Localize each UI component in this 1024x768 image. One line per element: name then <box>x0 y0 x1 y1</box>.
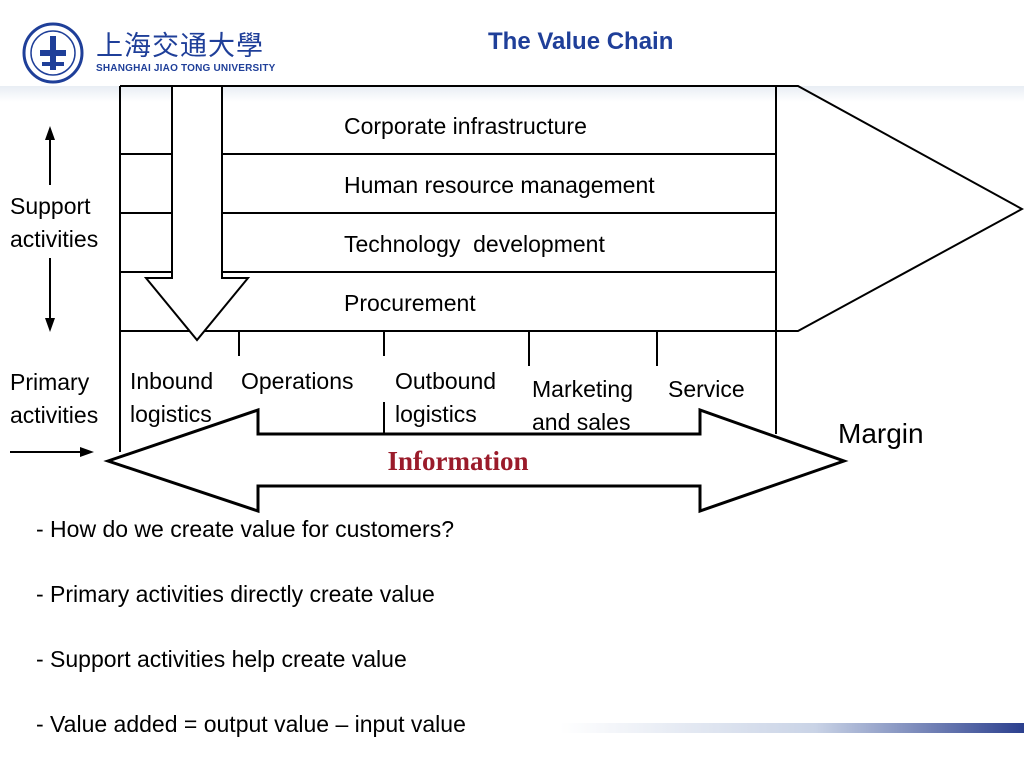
bullet-point: - Value added = output value – input val… <box>36 711 466 737</box>
margin-arrow-head <box>776 85 1024 332</box>
bullet-point: - Primary activities directly create val… <box>36 581 435 607</box>
university-name-chinese: 上海交通大學 <box>96 31 264 62</box>
support-label-line2: activities <box>10 226 99 252</box>
university-name-english: SHANGHAI JIAO TONG UNIVERSITY <box>96 63 276 74</box>
bullet-point: - How do we create value for customers? <box>36 516 455 542</box>
support-row-corporate-infrastructure: Corporate infrastructure <box>344 113 587 139</box>
support-range-up-arrow <box>45 126 55 140</box>
support-row-technology-development: Technology development <box>344 231 605 257</box>
primary-activity-service: Service <box>668 376 745 402</box>
information-double-arrow <box>103 407 849 514</box>
primary-label-line1: Primary <box>10 369 90 395</box>
margin-label: Margin <box>838 418 924 449</box>
support-row-human-resource-management: Human resource management <box>344 172 655 198</box>
primary-activities-label: Primary activities <box>10 366 98 432</box>
primary-activity-operations: Operations <box>241 368 354 394</box>
primary-activity-outbound-logistics: Outbound logistics <box>395 368 497 427</box>
footer-gradient-line <box>560 723 1024 733</box>
university-seal-icon <box>22 22 84 84</box>
bullet-point: - Support activities help create value <box>36 646 407 672</box>
header-band <box>0 86 1024 102</box>
support-row-procurement: Procurement <box>344 290 476 316</box>
primary-label-line2: activities <box>10 402 99 428</box>
information-label: Information <box>387 446 529 476</box>
primary-activity-inbound-logistics: Inbound logistics <box>130 368 214 427</box>
slide-title: The Value Chain <box>488 28 674 55</box>
support-activities-label: Support activities <box>10 190 98 256</box>
support-range-down-arrow <box>45 318 55 332</box>
support-label-line1: Support <box>10 193 91 219</box>
down-arrow-shape <box>143 85 251 342</box>
primary-activity-marketing-and-sales: Marketing and sales <box>532 376 633 435</box>
primary-range-arrow <box>80 447 94 457</box>
